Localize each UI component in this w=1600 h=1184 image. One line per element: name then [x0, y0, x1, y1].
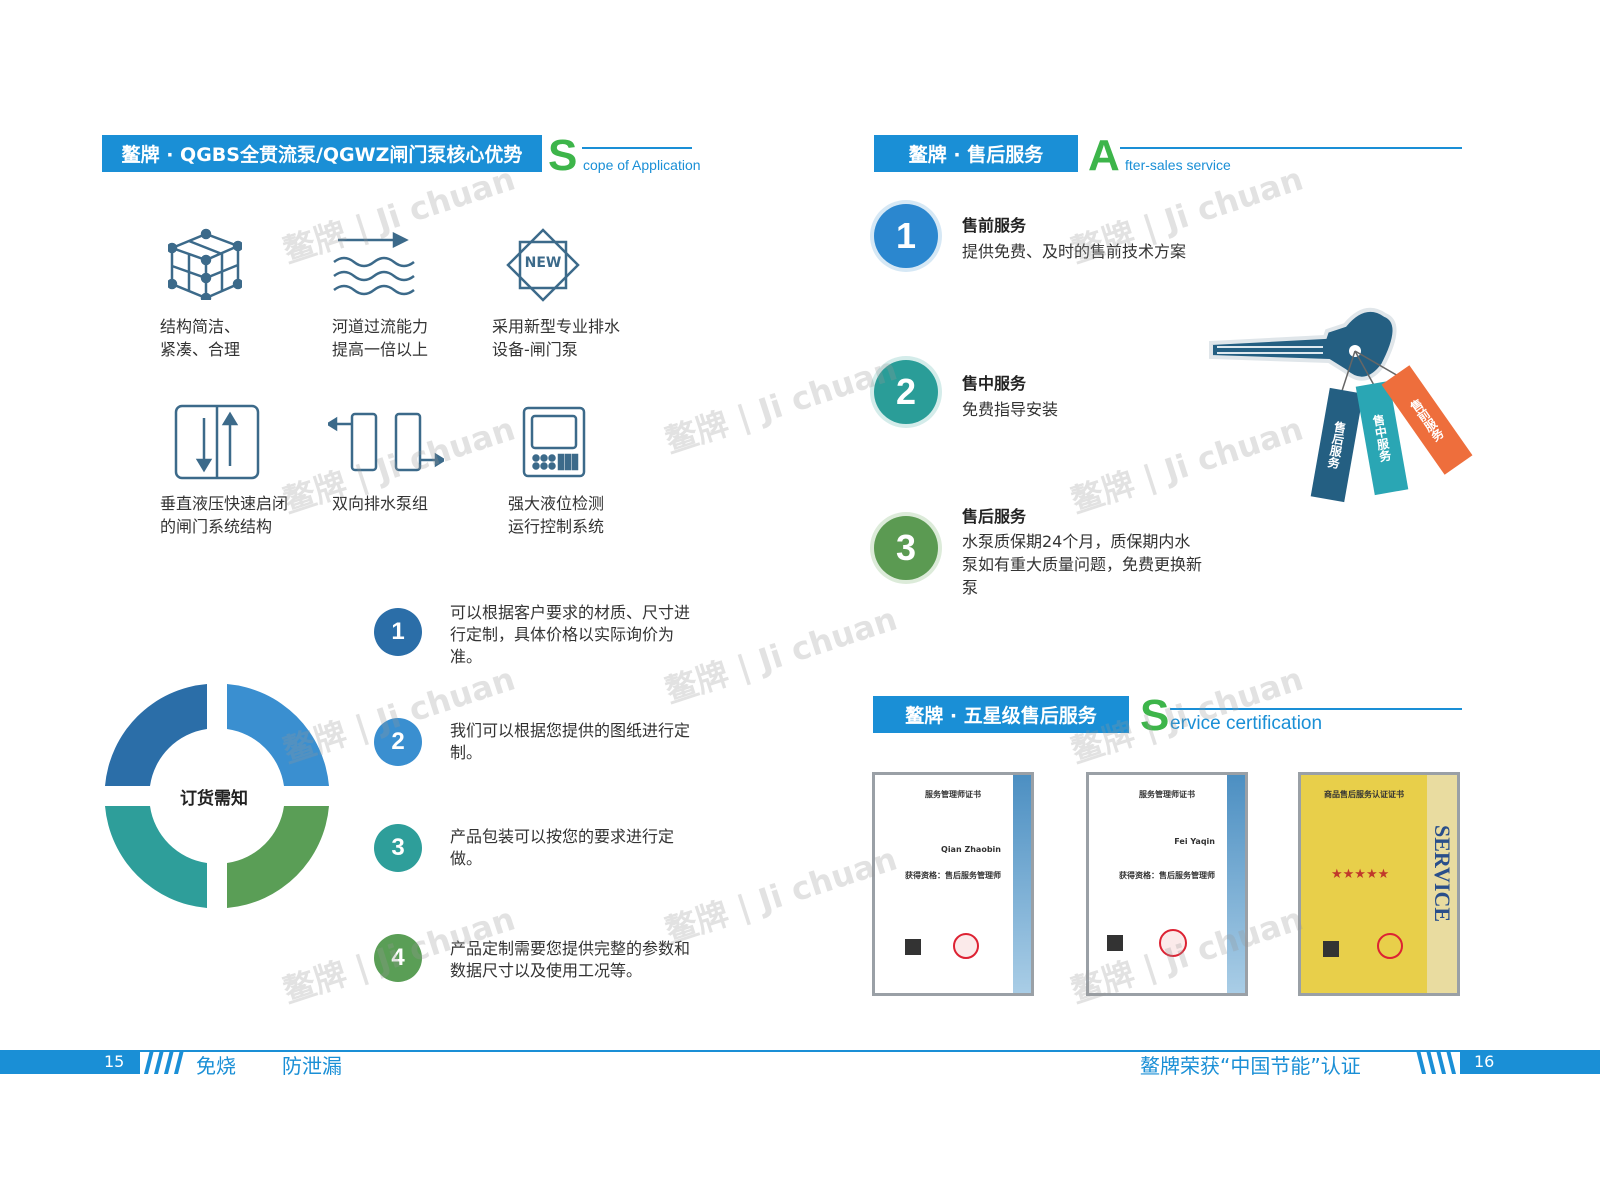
qr-code-icon: [1323, 941, 1339, 957]
section-initial: S: [1140, 691, 1170, 740]
cert-title: 服务管理师证书: [925, 790, 981, 799]
footer-band-left: [0, 1050, 140, 1074]
donut-segment: [105, 684, 207, 786]
feature-text: 河道过流能力 提高一倍以上: [332, 317, 429, 359]
step-badge: 1: [874, 204, 938, 268]
section-subtitle: fter-sales service: [1125, 157, 1231, 173]
vertical-arrows-icon: [174, 404, 260, 480]
service-title: 售中服务: [962, 374, 1027, 393]
cert-qualification: 获得资格：售后服务管理师: [1119, 871, 1215, 880]
section-initial: A: [1088, 131, 1120, 180]
cert-title: 商品售后服务认证证书: [1324, 790, 1404, 799]
service-title: 售后服务: [962, 507, 1027, 526]
certificate-image: 服务管理师证书 Qian Zhaobin 获得资格：售后服务管理师: [872, 772, 1034, 996]
service-desc: 水泵质保期24个月，质保期内水泵如有重大质量问题，免费更换新泵: [962, 532, 1203, 597]
feature-text: 双向排水泵组: [332, 494, 429, 513]
order-note: 产品包装可以按您的要求进行定做。: [450, 827, 675, 868]
left-section-title: 鳌牌 · QGBS全贯流泵/QGWZ闸门泵核心优势: [102, 135, 542, 172]
page-number: 16: [1474, 1052, 1495, 1071]
qr-code-icon: [905, 939, 921, 955]
feature-text: 强大液位检测 运行控制系统: [508, 494, 605, 536]
footer-slogan: 鳌牌荣获“中国节能”认证: [1140, 1054, 1361, 1078]
key-illustration: 售后服务 售中服务 售前服务: [1205, 305, 1473, 505]
donut-segment: [227, 684, 329, 786]
cert-qualification: 获得资格：售后服务管理师: [905, 871, 1001, 880]
certification-title: 鳌牌 · 五星级售后服务: [873, 696, 1129, 733]
number-badge: 1: [374, 608, 422, 656]
footer-slogan: 防泄漏: [282, 1054, 342, 1078]
control-panel-icon: [522, 406, 586, 478]
order-note: 可以根据客户要求的材质、尺寸进行定制，具体价格以实际询价为准。: [450, 603, 691, 666]
footer-slogan: 免烧: [196, 1054, 236, 1078]
new-badge-label: NEW: [524, 255, 562, 271]
step-badge: 3: [874, 516, 938, 580]
order-note: 我们可以根据您提供的图纸进行定制。: [450, 721, 691, 762]
qr-code-icon: [1107, 935, 1123, 951]
number-badge: 2: [374, 718, 422, 766]
order-notice-label: 订货需知: [180, 789, 248, 809]
cert-name: Qian Zhaobin: [941, 845, 1001, 854]
water-flow-icon: [333, 232, 415, 296]
cert-side-text: SERVICE: [1430, 825, 1455, 923]
feature-text: 结构简洁、 紧凑、合理: [160, 317, 241, 359]
footer-band-right: [1460, 1050, 1600, 1074]
section-subtitle: cope of Application: [583, 157, 701, 173]
cert-title: 服务管理师证书: [1139, 790, 1195, 799]
section-initial: S: [548, 131, 578, 180]
cube-icon: [168, 228, 242, 300]
cert-name: Fei Yaqin: [1174, 837, 1215, 846]
number-badge: 3: [374, 824, 422, 872]
divider: [1120, 147, 1462, 149]
bidirectional-pump-icon: [328, 412, 444, 472]
order-donut: [105, 684, 329, 908]
number-badge: 4: [374, 934, 422, 982]
new-badge-icon: NEW: [506, 228, 580, 302]
donut-segment: [105, 806, 207, 908]
feature-text: 采用新型专业排水 设备-闸门泵: [492, 317, 621, 359]
seal-icon: [1159, 929, 1187, 957]
seal-icon: [1377, 933, 1403, 959]
divider: [1170, 708, 1462, 710]
after-sales-title: 鳌牌 · 售后服务: [874, 135, 1078, 172]
stripes-decoration: [1416, 1050, 1456, 1074]
step-badge: 2: [874, 360, 938, 424]
donut-segment: [227, 806, 329, 908]
section-subtitle: ervice certification: [1170, 713, 1323, 734]
stripes-decoration: [144, 1050, 184, 1074]
page-number: 15: [104, 1052, 125, 1071]
service-desc: 免费指导安装: [962, 400, 1059, 419]
footer-line: [0, 1050, 1600, 1052]
service-title: 售前服务: [962, 216, 1027, 235]
seal-icon: [953, 933, 979, 959]
watermark: 鳌牌 | Ji chuan: [660, 349, 902, 461]
certificate-image: 服务管理师证书 Fei Yaqin 获得资格：售后服务管理师: [1086, 772, 1248, 996]
order-note: 产品定制需要您提供完整的参数和数据尺寸以及使用工况等。: [450, 939, 691, 980]
certificate-image: 商品售后服务认证证书 ★★★★★ SERVICE: [1298, 772, 1460, 996]
divider: [582, 147, 692, 149]
feature-text: 垂直液压快速启闭 的闸门系统结构: [160, 494, 289, 536]
rating-stars: ★★★★★: [1331, 867, 1390, 882]
service-desc: 提供免费、及时的售前技术方案: [962, 242, 1187, 261]
